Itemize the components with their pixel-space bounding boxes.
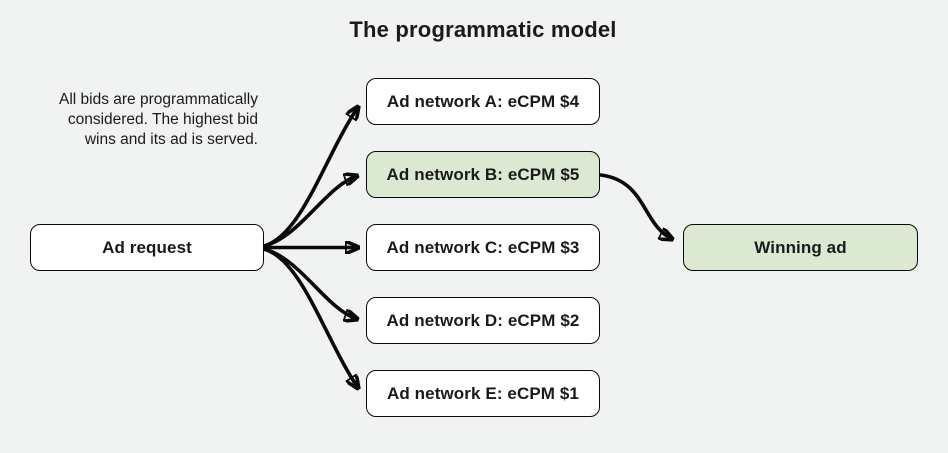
node-ad-network-e-label: Ad network E: eCPM $1 (387, 383, 579, 403)
arrow-request-to-network-a (262, 107, 358, 248)
node-winning-ad-label: Winning ad (754, 237, 847, 257)
node-ad-network-c-label: Ad network C: eCPM $3 (386, 237, 580, 257)
arrow-request-to-network-b (262, 176, 357, 248)
description-text: All bids are programmatically considered… (10, 90, 258, 150)
node-ad-network-d: Ad network D: eCPM $2 (366, 297, 600, 344)
node-ad-request: Ad request (30, 224, 264, 271)
description-line-3: wins and its ad is served. (84, 131, 258, 148)
arrow-request-to-network-d (262, 247, 357, 319)
diagram-title: The programmatic model (349, 17, 617, 42)
node-ad-network-d-label: Ad network D: eCPM $2 (386, 310, 580, 330)
node-ad-network-b-label: Ad network B: eCPM $5 (386, 164, 580, 184)
node-winning-ad: Winning ad (683, 224, 918, 271)
node-ad-network-b: Ad network B: eCPM $5 (366, 151, 600, 198)
node-ad-network-c: Ad network C: eCPM $3 (366, 224, 600, 271)
node-ad-network-e: Ad network E: eCPM $1 (366, 370, 600, 417)
node-ad-request-label: Ad request (102, 237, 192, 257)
node-ad-network-a-label: Ad network A: eCPM $4 (386, 91, 580, 111)
description-line-2: considered. The highest bid (67, 111, 258, 128)
arrow-request-to-network-e (262, 247, 358, 388)
node-ad-network-a: Ad network A: eCPM $4 (366, 78, 600, 125)
description-line-1: All bids are programmatically (59, 91, 258, 108)
arrow-network-b-to-winning-ad (599, 173, 672, 239)
